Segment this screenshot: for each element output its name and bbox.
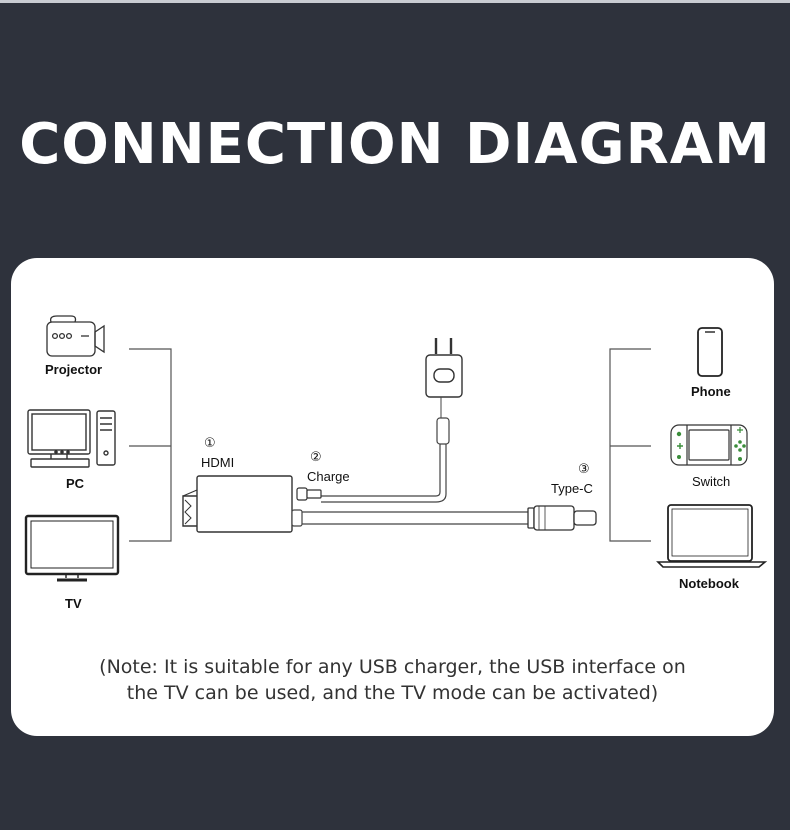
hdmi-number: ① <box>204 436 216 451</box>
charge-label: Charge <box>307 469 350 484</box>
main-cable <box>291 509 528 527</box>
switch-icon <box>670 424 748 466</box>
typec-connector-icon <box>527 505 597 531</box>
projector-icon <box>46 315 105 357</box>
pc-label: PC <box>66 476 85 491</box>
phone-label: Phone <box>691 384 731 399</box>
charger-icon <box>425 338 463 398</box>
tv-icon <box>24 514 120 582</box>
charge-number: ② <box>310 450 322 465</box>
note-line-2: the TV can be used, and the TV mode can … <box>126 682 659 704</box>
typec-label: Type-C <box>551 481 593 496</box>
pc-keyboard-dots <box>54 450 70 454</box>
hdmi-label: HDMI <box>201 455 234 470</box>
tv-label: TV <box>65 596 82 611</box>
notebook-label: Notebook <box>679 576 740 591</box>
switch-label: Switch <box>692 474 730 489</box>
notebook-icon <box>656 504 768 568</box>
charge-cable <box>321 397 450 503</box>
right-bracket-line <box>609 348 651 542</box>
pc-icon <box>27 409 116 468</box>
charge-connector <box>296 487 322 501</box>
projector-label: Projector <box>45 362 102 377</box>
note-text: (Note: It is suitable for any USB charge… <box>11 654 774 706</box>
hdmi-connector-icon <box>182 475 293 533</box>
top-border <box>0 0 790 3</box>
page-title: CONNECTION DIAGRAM <box>19 112 771 177</box>
typec-number: ③ <box>578 462 590 477</box>
left-bracket-line <box>129 348 172 542</box>
diagram-card: Projector PC TV <box>11 258 774 736</box>
note-line-1: (Note: It is suitable for any USB charge… <box>99 656 686 678</box>
connection-diagram: Projector PC TV <box>24 315 768 611</box>
phone-icon <box>697 327 723 377</box>
